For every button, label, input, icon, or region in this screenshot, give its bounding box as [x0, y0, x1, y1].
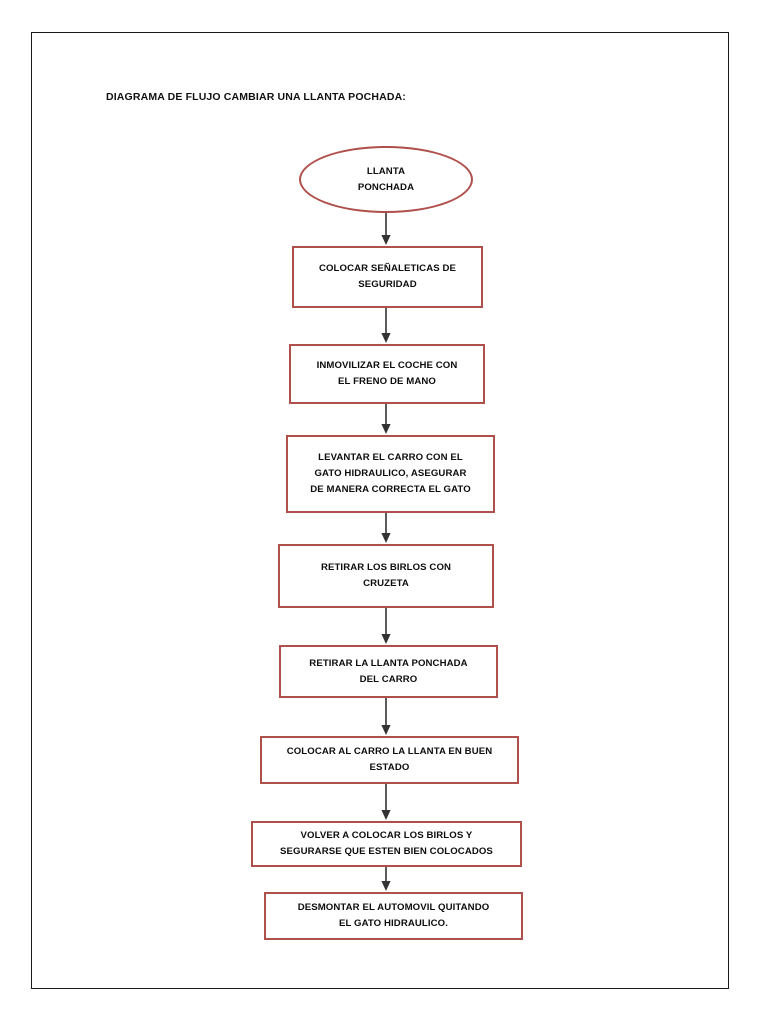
flow-connector-7: [373, 784, 399, 821]
flowchart-canvas: LLANTA PONCHADA COLOCAR SEÑALETICAS DE S…: [32, 33, 730, 990]
flow-node-step-6[interactable]: COLOCAR AL CARRO LA LLANTA EN BUEN ESTAD…: [260, 736, 519, 784]
flow-connector-4: [373, 513, 399, 544]
flow-node-step-8[interactable]: DESMONTAR EL AUTOMOVIL QUITANDO EL GATO …: [264, 892, 523, 940]
flow-node-label: COLOCAR SEÑALETICAS DE SEGURIDAD: [318, 263, 457, 290]
flow-connector-3: [373, 404, 399, 435]
flow-node-label: LLANTA PONCHADA: [357, 165, 415, 193]
flow-node-step-4[interactable]: RETIRAR LOS BIRLOS CON CRUZETA: [278, 544, 494, 608]
flow-node-step-7[interactable]: VOLVER A COLOCAR LOS BIRLOS Y SEGURARSE …: [251, 821, 522, 867]
flow-node-label: COLOCAR AL CARRO LA LLANTA EN BUEN ESTAD…: [286, 746, 493, 773]
document-page: DIAGRAMA DE FLUJO CAMBIAR UNA LLANTA POC…: [31, 32, 729, 989]
flow-connector-6: [373, 698, 399, 736]
flow-node-label: RETIRAR LOS BIRLOS CON CRUZETA: [320, 562, 452, 589]
page-title: DIAGRAMA DE FLUJO CAMBIAR UNA LLANTA POC…: [106, 91, 406, 103]
flow-connector-5: [373, 608, 399, 645]
flow-node-label: LEVANTAR EL CARRO CON EL GATO HIDRAULICO…: [310, 452, 471, 495]
flow-node-step-2[interactable]: INMOVILIZAR EL COCHE CON EL FRENO DE MAN…: [289, 344, 485, 404]
flow-node-step-5[interactable]: RETIRAR LA LLANTA PONCHADA DEL CARRO: [279, 645, 498, 698]
flow-connector-1: [373, 213, 399, 246]
flow-connector-8: [373, 867, 399, 892]
flow-connector-2: [373, 308, 399, 344]
flow-node-step-1[interactable]: COLOCAR SEÑALETICAS DE SEGURIDAD: [292, 246, 483, 308]
flow-node-label: DESMONTAR EL AUTOMOVIL QUITANDO EL GATO …: [297, 902, 490, 929]
flow-node-label: VOLVER A COLOCAR LOS BIRLOS Y SEGURARSE …: [280, 830, 493, 857]
flow-node-label: RETIRAR LA LLANTA PONCHADA DEL CARRO: [309, 657, 468, 685]
flow-node-step-3[interactable]: LEVANTAR EL CARRO CON EL GATO HIDRAULICO…: [286, 435, 495, 513]
flow-node-start[interactable]: LLANTA PONCHADA: [299, 146, 473, 213]
flow-node-label: INMOVILIZAR EL COCHE CON EL FRENO DE MAN…: [316, 360, 458, 387]
